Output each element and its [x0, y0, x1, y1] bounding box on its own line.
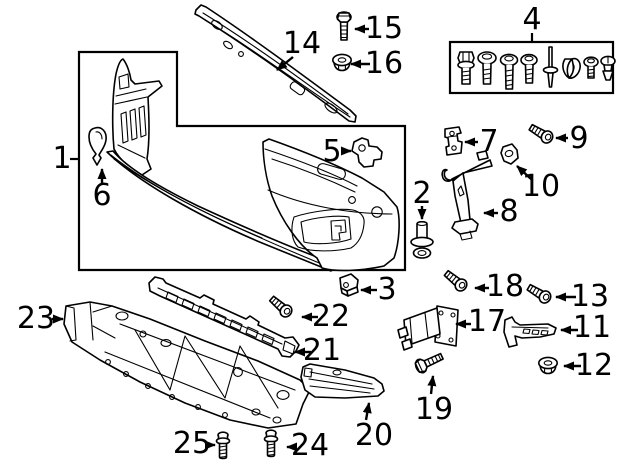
callout-18[interactable]: 18: [485, 269, 525, 304]
callout-12[interactable]: 12: [574, 348, 614, 383]
part-22-screw[interactable]: [266, 293, 296, 321]
callout-8[interactable]: 8: [499, 194, 519, 229]
part-16-flange-nut[interactable]: [331, 53, 353, 72]
callout-2[interactable]: 2: [412, 176, 432, 211]
part-15-bolt[interactable]: [336, 11, 352, 41]
part-14-impact-bar[interactable]: [194, 4, 357, 123]
part-18-screw[interactable]: [441, 267, 470, 295]
part-7-center-bracket[interactable]: [444, 126, 463, 156]
part-10-guide-bracket[interactable]: [500, 143, 519, 165]
callout-11[interactable]: 11: [572, 310, 612, 345]
callout-9[interactable]: 9: [569, 121, 589, 156]
callout-4[interactable]: 4: [522, 2, 542, 37]
part-12-flange-nut[interactable]: [537, 356, 559, 375]
callout-19[interactable]: 19: [414, 392, 454, 427]
callout-24[interactable]: 24: [290, 428, 330, 463]
part-20-fog-grille[interactable]: [300, 363, 385, 399]
part-2-expansion-rivet[interactable]: [410, 220, 434, 259]
part-13-screw[interactable]: [524, 281, 554, 306]
part-24-screw[interactable]: [263, 429, 279, 458]
callout-25[interactable]: 25: [172, 426, 212, 461]
callout-15[interactable]: 15: [364, 11, 404, 46]
callout-7[interactable]: 7: [479, 124, 499, 159]
callout-16[interactable]: 16: [364, 46, 404, 81]
callout-10[interactable]: 10: [521, 169, 561, 204]
part-4-hardware-kit[interactable]: [448, 40, 616, 95]
callout-13[interactable]: 13: [570, 279, 610, 314]
callout-14[interactable]: 14: [282, 26, 322, 61]
callout-17[interactable]: 17: [467, 304, 507, 339]
part-9-screw[interactable]: [526, 121, 556, 146]
part-5-side-bracket[interactable]: [351, 137, 383, 168]
callout-6[interactable]: 6: [92, 178, 112, 213]
part-6-tow-hook-cover[interactable]: [88, 126, 107, 166]
callout-1[interactable]: 1: [52, 141, 72, 176]
part-17-mount-bracket[interactable]: [397, 305, 459, 351]
part-11-side-support[interactable]: [503, 316, 557, 348]
callout-22[interactable]: 22: [311, 299, 351, 334]
part-19-bolt[interactable]: [412, 349, 446, 376]
part-21-center-grille[interactable]: [148, 276, 300, 358]
part-3-retainer-clip[interactable]: [339, 273, 359, 297]
part-25-screw[interactable]: [215, 431, 231, 460]
part-1-bumper-cover[interactable]: [77, 50, 407, 272]
part-8-air-guide[interactable]: [441, 150, 493, 241]
callout-arrows: [52, 24, 581, 452]
callout-23[interactable]: 23: [16, 301, 56, 336]
callout-21[interactable]: 21: [302, 333, 342, 368]
part-23-skid-plate[interactable]: [63, 301, 311, 429]
callout-5[interactable]: 5: [322, 134, 342, 169]
callout-20[interactable]: 20: [354, 418, 394, 453]
callout-3[interactable]: 3: [377, 272, 397, 307]
